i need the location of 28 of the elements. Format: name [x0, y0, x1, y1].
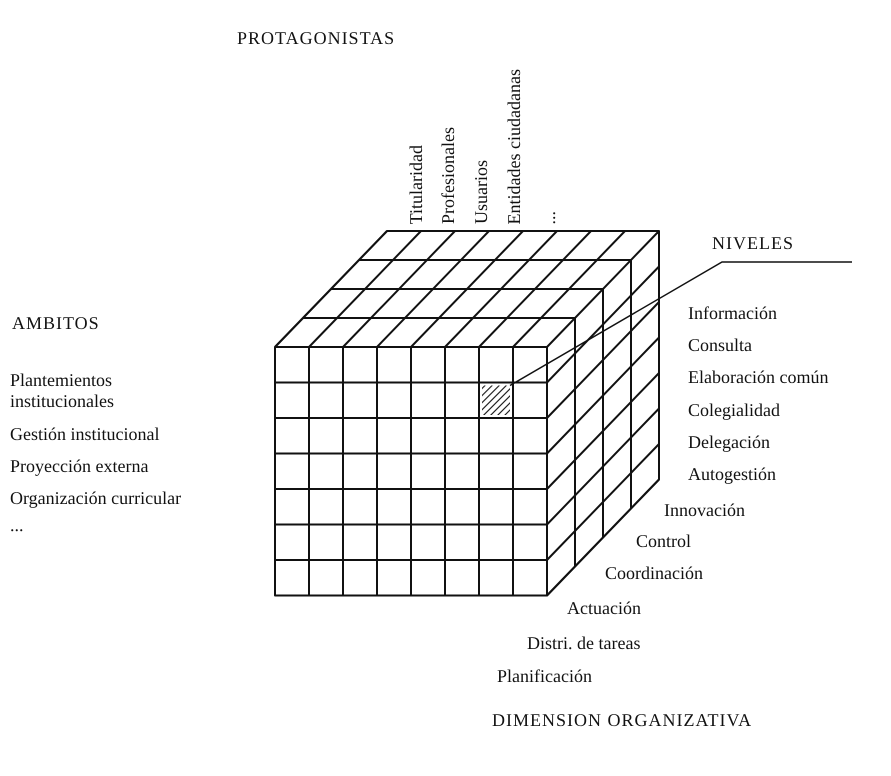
axis-title: NIVELES [712, 233, 794, 253]
leader-line [510, 261, 852, 386]
ellipsis-text: ... [10, 515, 24, 535]
axis-item-label: Titularidad [405, 144, 427, 224]
axis-item-label: Plantemientos institucionales [10, 370, 115, 412]
axis-item-label: Delegación [688, 432, 770, 452]
axis-item-label: Gestión institucional [10, 424, 160, 444]
axis-title: DIMENSION ORGANIZATIVA [492, 710, 752, 730]
axis-item-label: Actuación [567, 598, 641, 618]
axis-item-label: Profesionales [437, 127, 459, 224]
axis-item-label: Elaboración común [688, 367, 828, 387]
axis-title: PROTAGONISTAS [237, 28, 396, 48]
axis-item-label: Información [688, 303, 777, 323]
hatched-cell [482, 386, 510, 415]
axis-item-label: Autogestión [688, 464, 776, 484]
ellipsis-text: ... [538, 210, 560, 224]
axis-title: AMBITOS [12, 313, 100, 333]
axis-item-label: Control [636, 531, 692, 551]
axis-item-label: Distri. de tareas [527, 633, 640, 653]
axis-item-label: Proyección externa [10, 456, 148, 476]
axis-item-label: Consulta [688, 335, 752, 355]
axis-item-label: Coordinación [605, 563, 703, 583]
axis-item-label: Innovación [664, 500, 745, 520]
axis-item-label: Usuarios [470, 160, 492, 224]
axis-item-label: Colegialidad [688, 400, 780, 420]
axis-item-label: Organización curricular [10, 488, 182, 508]
axis-item-label: Entidades ciudadanas [503, 68, 525, 224]
axis-item-label: Planificación [497, 666, 592, 686]
